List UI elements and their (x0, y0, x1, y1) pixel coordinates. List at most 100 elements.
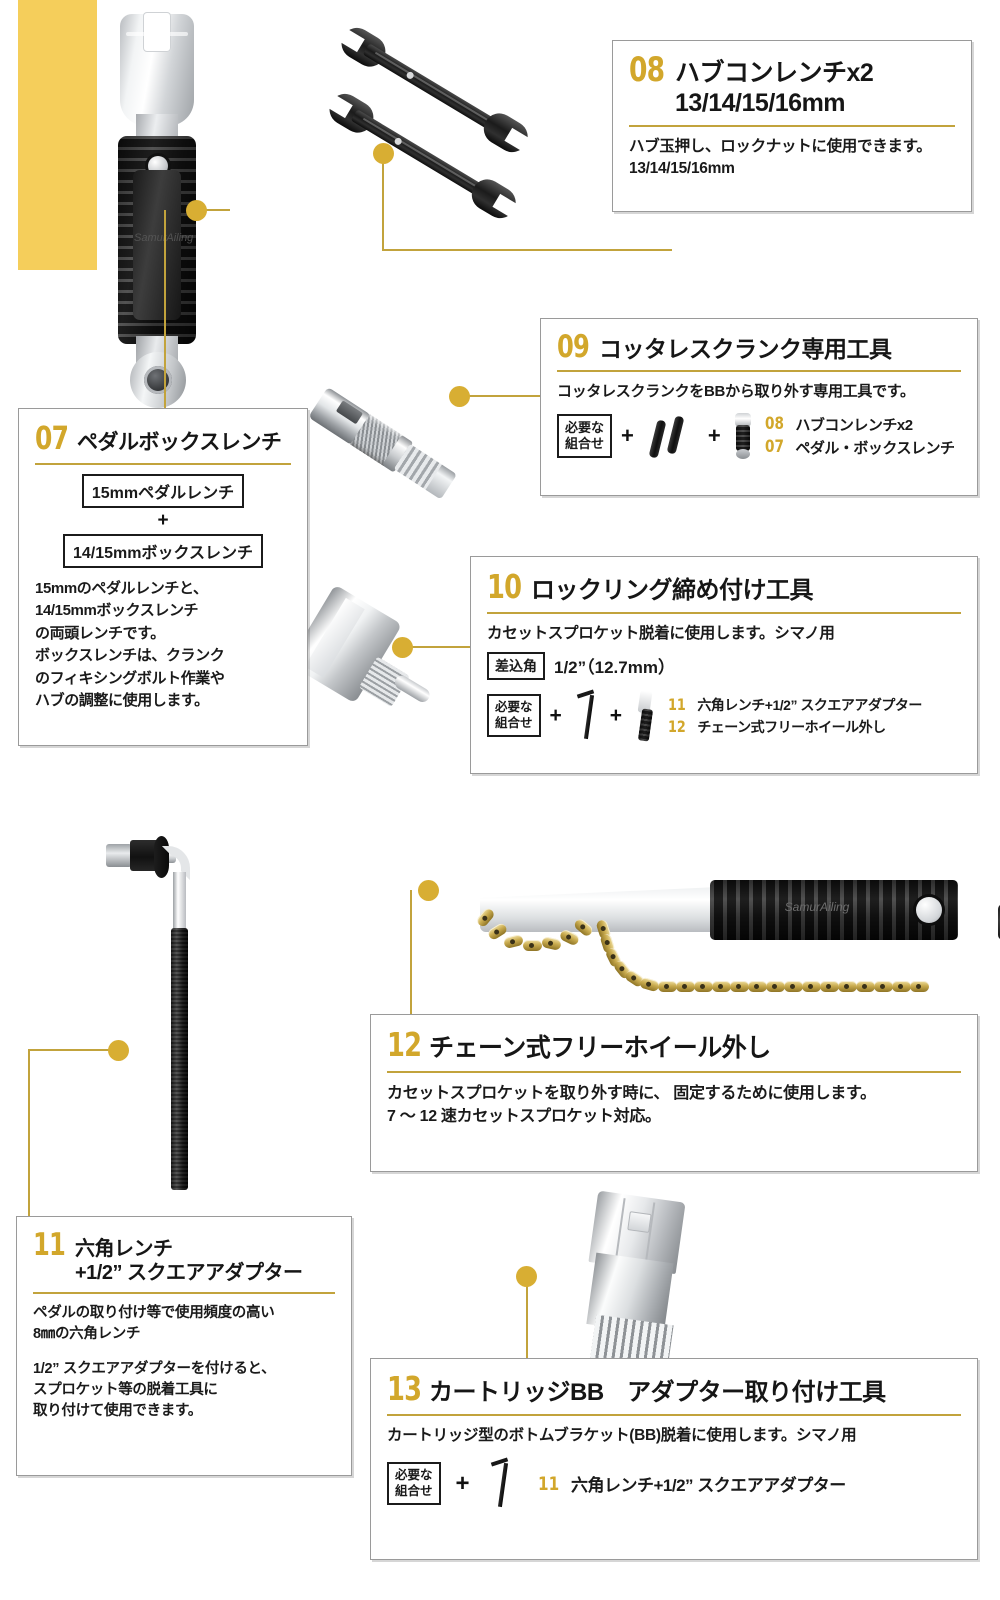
cone-wrenches-icon (643, 414, 699, 459)
grip-inner-panel (133, 170, 181, 320)
lockring-tool-photo (287, 580, 450, 735)
leader-line-11 (28, 1049, 30, 1220)
leader-line-08 (382, 249, 672, 251)
combo-item-number: 11 (537, 1472, 559, 1495)
card-head: 09 コッタレスクランク専用工具 (557, 331, 961, 363)
chain-link (694, 981, 713, 992)
chain-link (838, 981, 857, 992)
card-desc-line6: ハブの調整に使用します。 (35, 692, 209, 710)
combo-item-number: 12 (668, 717, 686, 737)
card-head: 07 ペダルボックスレンチ (35, 419, 291, 457)
lockring-guide-pin (392, 672, 433, 705)
leader-line-09 (459, 395, 541, 397)
chain-link (523, 940, 542, 951)
info-card-12[interactable]: 12 チェーン式フリーホイール外し カセットスプロケットを取り外す時に、 固定す… (370, 1014, 978, 1172)
combo-label: 必要な 組合せ (557, 413, 613, 459)
leader-line-10 (402, 646, 480, 648)
info-card-08[interactable]: 08 ハブコンレンチx2 13/14/15/16mm ハブ玉押し、ロックナットに… (612, 40, 972, 212)
card-divider (387, 1070, 961, 1073)
leader-line-12 (410, 890, 412, 1015)
info-card-13[interactable]: 13 カートリッジBB アダプター取り付け工具 カートリッジ型のボトムブラケット… (370, 1358, 978, 1560)
chain-link (712, 981, 731, 992)
leader-dot-09 (449, 386, 470, 407)
info-card-11[interactable]: 11 六角レンチ +1/2” スクエアアダプター ペダルの取り付け等で使用頻度の… (16, 1216, 352, 1476)
combo-item: 07 ペダル・ボックスレンチ (765, 437, 955, 458)
card-desc-line2: 8㎜の六角レンチ (33, 1326, 141, 1343)
combo-item-label: ペダル・ボックスレンチ (795, 439, 955, 457)
spec-chip-stack: 15mmペダルレンチ + 14/15mmボックスレンチ (35, 473, 291, 568)
card-number: 10 (487, 567, 522, 606)
chain-link (541, 936, 562, 951)
card-head: 10 ロックリング締め付け工具 (487, 567, 961, 606)
cotterless-crank-puller-photo (308, 336, 478, 500)
info-card-10[interactable]: 10 ロックリング締め付け工具 カセットスプロケット脱着に使用します。シマノ用 … (470, 556, 978, 774)
card-number: 08 (629, 50, 665, 90)
hanging-hole (916, 897, 942, 923)
leader-dot-12 (418, 880, 439, 901)
combo-list: 08 ハブコンレンチx2 07 ペダル・ボックスレンチ (765, 414, 955, 458)
card-title: ロックリング締め付け工具 (531, 577, 814, 604)
wrench-open-jaw (120, 12, 194, 126)
hex-wrench-icon (571, 689, 601, 742)
combo-list: 11 六角レンチ+1/2” スクエアアダプター (537, 1471, 847, 1496)
combo-label: 必要な 組合せ (487, 694, 541, 738)
card-number: 07 (35, 419, 69, 457)
combo-label-line1: 必要な (395, 1468, 433, 1483)
card-desc-line4: ボックスレンチは、クランク (35, 647, 225, 665)
hex-elbow (162, 846, 190, 880)
info-card-07[interactable]: 07 ペダルボックスレンチ 15mmペダルレンチ + 14/15mmボックスレン… (18, 408, 308, 746)
hex-rubber-grip (171, 928, 188, 1190)
chain-link (748, 981, 767, 992)
spec-chip-1: 15mmペダルレンチ (81, 473, 245, 508)
leader-dot-07 (186, 200, 207, 221)
leader-dot-13 (516, 1266, 537, 1287)
hex-wrench-icon (485, 1457, 515, 1510)
hub-cone-wrenches-photo (330, 8, 565, 208)
plus-sign: + (549, 703, 562, 727)
card-title-line2: 13/14/15/16mm (675, 88, 846, 117)
card-title: ペダルボックスレンチ (77, 431, 282, 454)
card-desc-line5: 取り付けて使用できます。 (33, 1403, 202, 1420)
chain-link (638, 976, 661, 993)
combo-label-line2: 組合せ (565, 435, 605, 451)
leader-line-11 (28, 1049, 112, 1051)
leader-dot-08 (373, 143, 394, 164)
spec-value: 1/2”（12.7mm） (554, 658, 675, 678)
plus-sign: + (157, 509, 169, 531)
card-desc-line2: 14/15mmボックスレンチ (35, 602, 199, 620)
card-desc-line2: 7 ～ 12 速カセットスプロケット対応。 (387, 1107, 661, 1125)
card-desc-line2: 13/14/15/16mm (629, 160, 735, 178)
leader-dot-10 (392, 637, 413, 658)
card-title-line1: 六角レンチ (75, 1238, 173, 1260)
card-desc-line3: 1/2” スクエアアダプターを付けると、 (33, 1361, 276, 1378)
combo-item: 11 六角レンチ+1/2” スクエアアダプター (668, 695, 922, 715)
card-divider (487, 612, 961, 615)
card-head: 12 チェーン式フリーホイール外し (387, 1025, 961, 1064)
chain-link (820, 981, 839, 992)
cartridge-bb-tool-photo (572, 1190, 702, 1373)
chain-whip-photo: SamurAiling (452, 868, 1000, 998)
card-head: 08 ハブコンレンチx2 13/14/15/16mm (629, 50, 955, 118)
card-divider (629, 125, 955, 127)
required-combination-panel: 必要な 組合せ + + 11 六角レンチ+1/2” スクエアアダプター 12 チ… (487, 689, 961, 742)
card-number: 13 (387, 1369, 422, 1408)
spec-row: 差込角 1/2”（12.7mm） (487, 651, 961, 680)
card-title: チェーン式フリーホイール外し (429, 1034, 771, 1062)
card-number: 12 (387, 1025, 422, 1064)
card-desc: カートリッジ型のボトムブラケット(BB)脱着に使用します。シマノ用 (387, 1427, 857, 1445)
leader-dot-11 (108, 1040, 129, 1061)
plus-sign: + (621, 422, 634, 448)
chain-link (910, 981, 929, 992)
card-desc-line1: 15mmのペダルレンチと、 (35, 579, 208, 597)
chain-link (658, 981, 677, 992)
hex-wrench-photo (88, 836, 208, 1196)
hex-bit-end (106, 844, 132, 867)
chain-whip-icon (631, 690, 659, 742)
combo-item: 11 六角レンチ+1/2” スクエアアダプター (537, 1471, 847, 1496)
card-desc-line1: ハブ玉押し、ロックナットに使用できます。 (629, 138, 932, 155)
combo-item-label: 六角レンチ+1/2” スクエアアダプター (570, 1476, 846, 1496)
card-title-line2: +1/2” スクエアアダプター (75, 1261, 303, 1284)
plus-sign: + (455, 1469, 470, 1497)
info-card-09[interactable]: 09 コッタレスクランク専用工具 コッタレスクランクをBBから取り外す専用工具で… (540, 318, 978, 496)
